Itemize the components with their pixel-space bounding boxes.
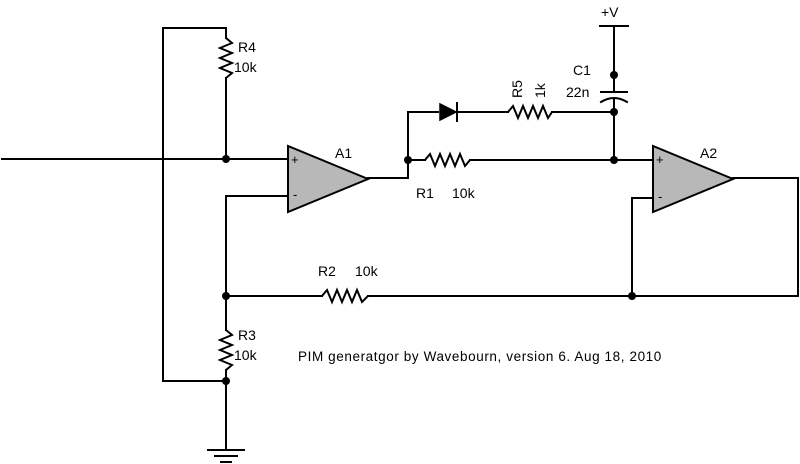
junctions: [222, 71, 636, 385]
r1-ref: R1: [416, 185, 434, 201]
junction-dot: [610, 156, 618, 164]
a2-minus: -: [658, 189, 662, 204]
a2-output-wire: [631, 177, 799, 297]
opamp-a1: + - A1: [287, 144, 371, 214]
resistor-r5: R5 1k: [507, 80, 553, 121]
c1-value: 22n: [566, 84, 589, 100]
feedback-loop-wire: [162, 27, 227, 382]
capacitor-c1: C1 22n: [566, 62, 629, 104]
junction-dot: [610, 108, 618, 116]
r2-value: 10k: [355, 263, 379, 279]
r3-value: 10k: [234, 347, 258, 363]
supply-symbol: +V: [599, 4, 629, 27]
r3-ref: R3: [238, 327, 256, 343]
a1-ref: A1: [335, 145, 352, 161]
wires: [1, 25, 799, 451]
resistor-r1: R1 10k: [416, 151, 476, 201]
resistor-r2: R2 10k: [318, 263, 379, 305]
junction-dot: [628, 292, 636, 300]
r1-value: 10k: [452, 185, 476, 201]
a2-ref: A2: [700, 145, 717, 161]
r4-value: 10k: [234, 59, 258, 75]
junction-dot: [222, 377, 230, 385]
a1-plus: +: [291, 152, 299, 167]
resistor-r4: R4 10k: [217, 37, 258, 79]
junction-dot: [610, 71, 618, 79]
ground-symbol: [207, 449, 245, 463]
diagram-caption: PIM generatgor by Wavebourn, version 6. …: [298, 349, 662, 364]
junction-dot: [222, 292, 230, 300]
a1-minus: -: [293, 187, 297, 202]
c1-ref: C1: [573, 62, 591, 78]
a1-minus-wire: [225, 195, 291, 331]
supply-label: +V: [601, 4, 619, 20]
junction-dot: [222, 155, 230, 163]
junction-dot: [404, 156, 412, 164]
r2-ref: R2: [318, 263, 336, 279]
r4-ref: R4: [238, 39, 256, 55]
diode: [439, 102, 458, 122]
resistor-r3: R3 10k: [217, 327, 258, 371]
r5-value: 1k: [532, 82, 548, 98]
a2-minus-wire: [631, 197, 654, 297]
a2-plus: +: [656, 152, 664, 167]
opamp-a2: + - A2: [652, 144, 736, 214]
r5-ref: R5: [509, 80, 525, 98]
